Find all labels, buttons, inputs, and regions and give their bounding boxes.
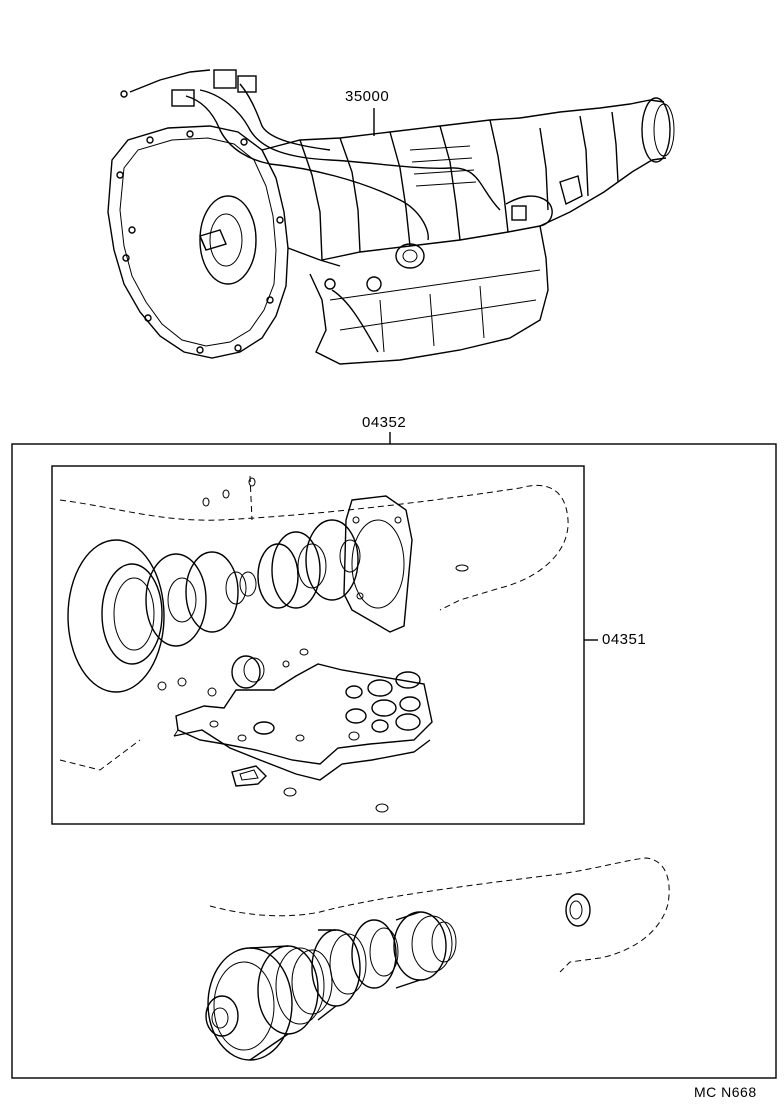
- transmission-assembly-drawing: [107, 69, 675, 365]
- part-number-04352: 04352: [362, 414, 407, 431]
- seal-rings: [67, 477, 361, 697]
- housing-reference-outline: [59, 475, 569, 771]
- lower-housing-reference-outline: [209, 857, 670, 973]
- extension-housing-gasket: [343, 495, 413, 633]
- part-number-35000: 35000: [345, 88, 390, 105]
- clutch-piston-stack: [205, 911, 457, 1061]
- diagram-code: MC N668: [694, 1084, 757, 1100]
- part-number-04351: 04351: [602, 631, 647, 648]
- valve-body-gaskets: [173, 663, 433, 813]
- oil-seal: [565, 893, 591, 927]
- gasket-kit-outline: [51, 465, 585, 825]
- overhaul-kit-outline: [11, 443, 777, 1079]
